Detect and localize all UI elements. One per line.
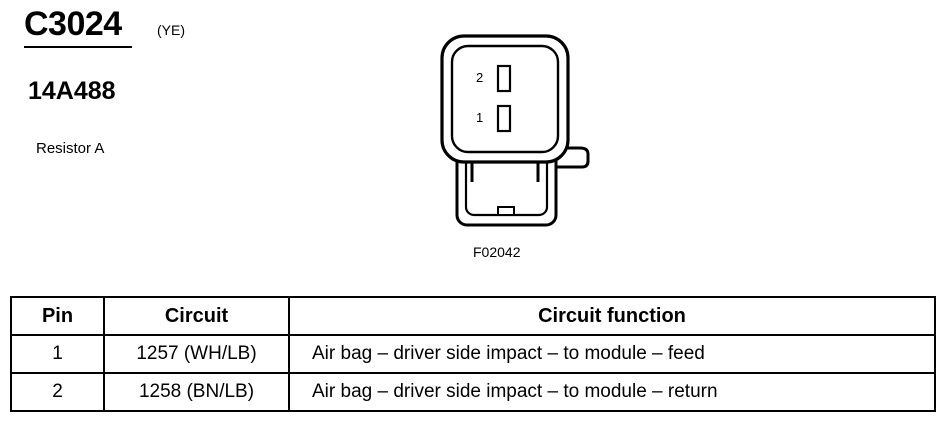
row-pin: 2 bbox=[10, 372, 105, 412]
header-circuit-function: Circuit function bbox=[288, 296, 936, 336]
connector-face-diagram: 2 1 bbox=[440, 34, 590, 227]
pin-2-label: 2 bbox=[476, 70, 483, 85]
row-pin: 1 bbox=[10, 334, 105, 374]
row-circuit-function: Air bag – driver side impact – to module… bbox=[288, 372, 936, 412]
pin-1-label: 1 bbox=[476, 110, 483, 125]
table-row: 1 1257 (WH/LB) Air bag – driver side imp… bbox=[10, 334, 936, 374]
header-pin: Pin bbox=[10, 296, 105, 336]
table-row: 2 1258 (BN/LB) Air bag – driver side imp… bbox=[10, 372, 936, 412]
header-circuit: Circuit bbox=[103, 296, 290, 336]
pin-2-cavity bbox=[496, 64, 512, 93]
figure-reference: F02042 bbox=[473, 244, 521, 260]
component-name: Resistor A bbox=[36, 140, 105, 157]
connector-id: C3024 bbox=[24, 5, 122, 43]
connector-inner-shell bbox=[450, 44, 560, 154]
connector-id-underline bbox=[24, 46, 132, 48]
pin-1-cavity bbox=[496, 104, 512, 133]
connector-color-code: (YE) bbox=[157, 22, 185, 38]
table-header-row: Pin Circuit Circuit function bbox=[10, 296, 936, 336]
pin-circuit-table: Pin Circuit Circuit function 1 1257 (WH/… bbox=[10, 296, 936, 412]
part-number: 14A488 bbox=[28, 77, 116, 105]
row-circuit: 1258 (BN/LB) bbox=[103, 372, 290, 412]
row-circuit: 1257 (WH/LB) bbox=[103, 334, 290, 374]
row-circuit-function: Air bag – driver side impact – to module… bbox=[288, 334, 936, 374]
